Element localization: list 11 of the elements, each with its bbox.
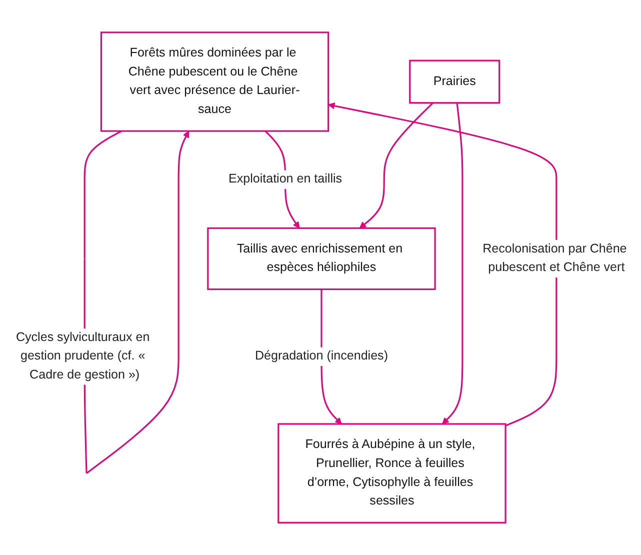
node-box: Taillis avec enrichissement en espèces héliophiles [207, 227, 436, 290]
edge-label: Exploitation en taillis [228, 172, 342, 186]
arrow [328, 102, 558, 426]
edge-label: Dégradation (incendies) [254, 350, 388, 363]
node-box: Forêts mûres dominées par le Chêne pubescent ou le Chêne vert avec présence de Laurier-sauce [100, 32, 330, 132]
arrow [359, 102, 434, 228]
node-box: Prairies [409, 60, 500, 104]
edge-label: Recolonisation par Chêne pubescent et Chêne vert [482, 242, 627, 274]
edge-label: Cycles sylviculturaux en gestion prudente (cf. « Cadre de gestion ») [16, 330, 150, 382]
arrow [442, 102, 464, 424]
node-box: Fourrés à Aubépine à un style, Prunellier, Ronce à feuilles d’orme, Cytisophylle à feuilles sessiles [278, 423, 506, 524]
